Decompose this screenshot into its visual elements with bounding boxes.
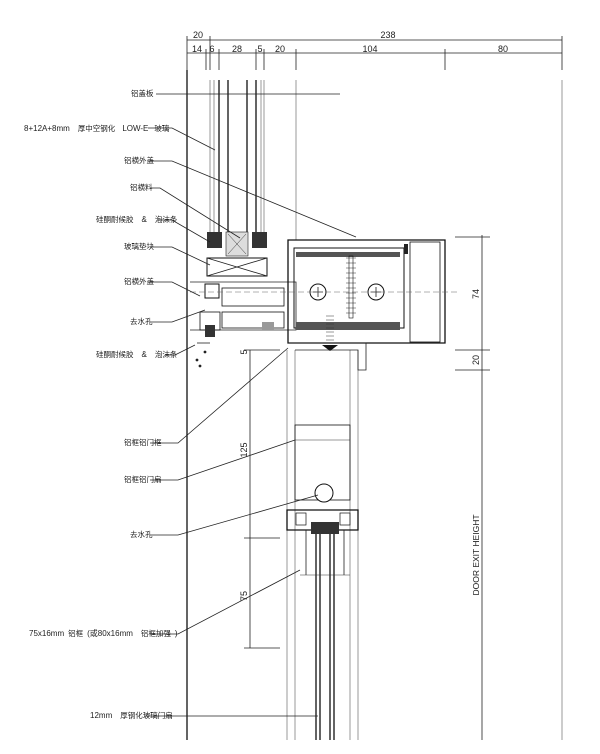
right-dimensions: 74 20 DOOR EXIT HEIGHT: [455, 235, 490, 740]
label-sealant-1: 硅酮耐候胶 & 泡沫条: [96, 209, 178, 226]
label-frame-size: 75x16mm 铝框 (或80x16mm 铝框加强 ): [29, 623, 178, 640]
dim-row-1: 6: [209, 44, 214, 54]
label-transom: 铝横料: [130, 182, 153, 192]
label-door-frame: 铝框铝门框: [124, 437, 162, 447]
door-leaf: [286, 424, 359, 576]
dim-top-total: 238: [380, 30, 395, 40]
dim-row-0: 14: [192, 44, 202, 54]
dim-row-4: 20: [275, 44, 285, 54]
top-dimensions: 20 238 14 6 28 5 20 104 80: [186, 30, 563, 70]
label-setting-block: 玻璃垫块: [124, 241, 154, 251]
dim-left-125: 125: [239, 442, 249, 457]
dim-right-20: 20: [471, 355, 481, 365]
label-outer-cover-1: 铝横外盖: [124, 155, 154, 165]
label-insulated-glass: 8+12A+8mm 厚中空钢化 LOW-E 玻璃: [24, 118, 170, 135]
label-door-glass: 12mm 厚钢化玻璃门扇: [90, 705, 173, 722]
dim-right-74: 74: [471, 289, 481, 299]
label-outer-cover-2: 铝横外盖: [124, 276, 154, 286]
transom-profile: [190, 231, 460, 371]
label-door-leaf: 铝框铝门扇: [124, 474, 162, 484]
label-drain-hole-1: 去水孔: [130, 316, 153, 326]
dim-left-5: 5: [239, 349, 249, 354]
label-sealant-2: 硅酮耐候胶 & 泡沫条: [96, 344, 178, 361]
label-drain-hole-2: 去水孔: [130, 529, 153, 539]
dim-row-2: 28: [232, 44, 242, 54]
vertical-structure-lines: [186, 70, 563, 740]
dim-row-3: 5: [257, 44, 262, 54]
leader-lines: [146, 93, 357, 717]
dim-left-75: 75: [239, 591, 249, 601]
left-inner-dimensions: 5 125 75: [239, 349, 280, 649]
door-exit-height-label: DOOR EXIT HEIGHT: [471, 514, 481, 595]
label-cover-plate: 铝盖板: [131, 88, 154, 98]
dim-row-6: 80: [498, 44, 508, 54]
dim-top-left: 20: [193, 30, 203, 40]
dim-row-5: 104: [362, 44, 377, 54]
callout-labels: 铝盖板 8+12A+8mm 厚中空钢化 LOW-E 玻璃 铝横外盖 铝横料 硅酮…: [24, 88, 178, 722]
